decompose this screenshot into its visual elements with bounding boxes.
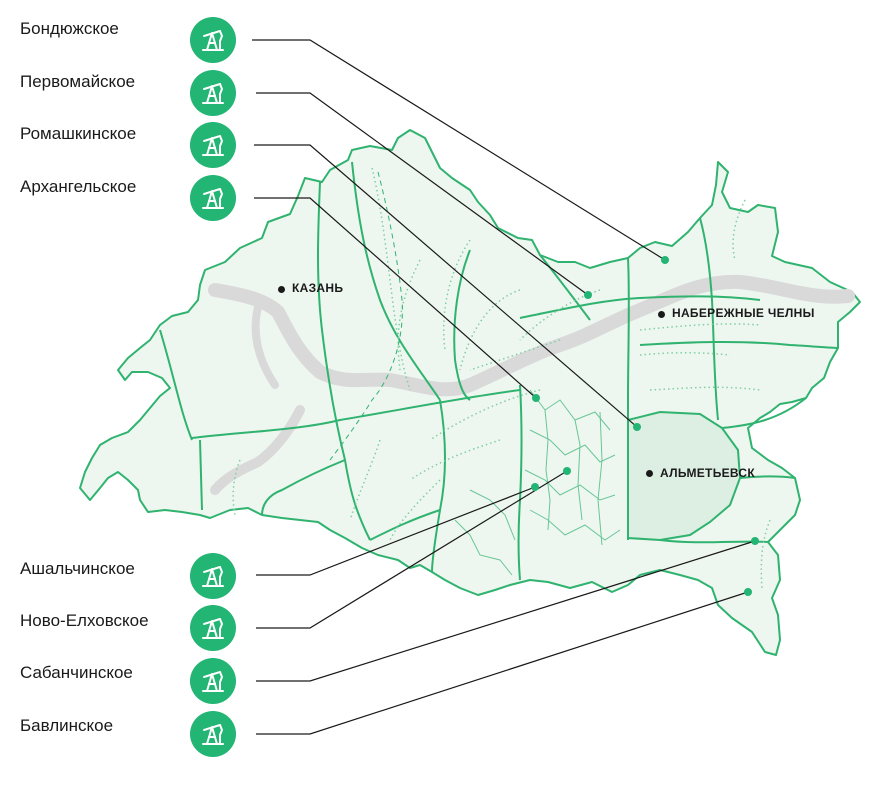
field-label-bondyuzhskoe: Бондюжское [20,19,119,38]
oil-pump-icon [190,711,236,757]
field-point-novo-elkhovskoe [563,467,571,475]
leader-line-ashalchinskoe [256,486,536,576]
field-label-sabanchinskoe: Сабанчинское [20,663,133,682]
leader-line-arkhangelskoe [254,197,537,399]
oil-pump-icon [190,17,236,63]
field-label-romashkinskoe: Ромашкинское [20,124,137,143]
field-point-bondyuzhskoe [661,256,669,264]
small-district-network [454,389,621,576]
leader-lines [252,39,756,735]
leader-line-pervomaiskoe [256,92,589,296]
oil-pump-icon [190,658,236,704]
oil-pump-icon [190,122,236,168]
city-label-almetyevsk: АЛЬМЕТЬЕВСК [660,466,756,480]
oil-pump-icon [190,70,236,116]
city-label-naberezhnye-chelny: НАБЕРЕЖНЫЕ ЧЕЛНЫ [672,306,815,320]
leader-line-bondyuzhskoe [252,39,666,261]
field-label-novo-elkhovskoe: Ново-Елховское [20,611,149,630]
field-point-bavlinskoe [744,588,752,596]
field-point-arkhangelskoe [532,394,540,402]
relief-ridges [232,167,771,591]
field-point-romashkinskoe [633,423,641,431]
field-point-sabanchinskoe [751,537,759,545]
field-label-bavlinskoe: Бавлинское [20,716,114,735]
oil-pump-icon [190,553,236,599]
volga-river [210,405,305,495]
oil-pump-icon [190,175,236,221]
almetyevsk-district [627,410,742,542]
field-point-pervomaiskoe [584,291,592,299]
leader-line-sabanchinskoe [256,540,756,682]
field-label-pervomaiskoe: Первомайское [20,72,136,91]
kama-river [208,274,855,397]
city-dot-kazan [278,286,285,293]
field-label-ashalchinskoe: Ашальчинское [20,559,135,578]
leader-line-novo-elkhovskoe [256,470,568,629]
leader-line-bavlinskoe [256,591,749,735]
city-dot-almetyevsk [646,470,653,477]
oil-pump-icon [190,605,236,651]
inner-dashed-boundary [329,171,403,461]
field-label-arkhangelskoe: Архангельское [20,177,137,196]
field-point-ashalchinskoe [531,483,539,491]
city-dot-naberezhnye-chelny [658,311,665,318]
city-label-kazan: КАЗАНЬ [292,281,344,295]
field-points [531,256,759,596]
leader-line-romashkinskoe [254,144,638,428]
volga-river-north [251,296,279,389]
